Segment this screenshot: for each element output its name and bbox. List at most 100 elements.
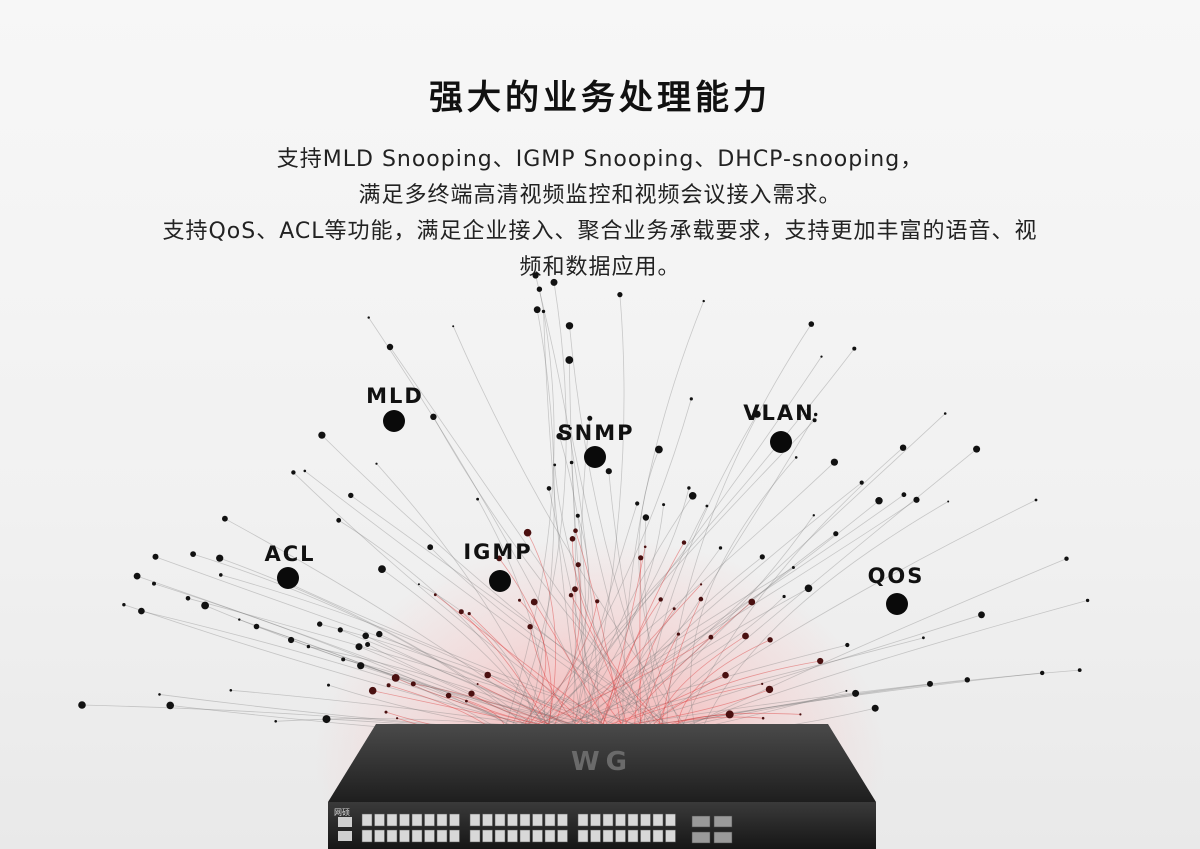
ethernet-port (361, 829, 373, 843)
scatter-dot (317, 621, 323, 627)
scatter-dot (658, 597, 663, 602)
connection-line (634, 533, 837, 741)
ethernet-port (424, 829, 435, 843)
connection-line (452, 326, 697, 741)
connection-line (526, 487, 690, 741)
scatter-dot (702, 299, 705, 303)
ethernet-port (665, 813, 676, 827)
feature-node-qos: QOS (868, 564, 925, 615)
connection-line (595, 599, 662, 741)
scatter-dot (638, 555, 644, 561)
ethernet-port (386, 813, 398, 827)
scatter-dot (705, 504, 709, 508)
scatter-dot (761, 682, 764, 686)
ethernet-port (557, 813, 568, 827)
connection-line (376, 463, 557, 741)
scatter-dot (725, 710, 734, 719)
scatter-dot (410, 681, 416, 687)
connection-line (533, 398, 692, 741)
connection-line (569, 428, 647, 741)
scatter-dot (688, 492, 697, 500)
scatter-dot (484, 671, 492, 679)
scatter-dot (569, 460, 574, 465)
feature-dot-mld (383, 410, 405, 432)
scatter-dot (662, 503, 666, 507)
ethernet-port (532, 829, 543, 843)
connection-line (676, 447, 904, 741)
connection-line (368, 317, 609, 741)
scatter-dot (742, 632, 749, 640)
description-line-3: 支持QoS、ACL等功能，满足企业接入、聚合业务承载要求，支持更加丰富的语音、视 (162, 219, 1038, 244)
console-port (338, 831, 352, 841)
feature-node-acl: ACL (264, 542, 315, 589)
connection-line (575, 530, 624, 741)
scatter-dot (1077, 668, 1082, 672)
ethernet-port (482, 829, 493, 843)
ethernet-port (436, 813, 448, 827)
connection-line (597, 546, 646, 741)
connection-line (572, 589, 637, 741)
ethernet-port (411, 813, 423, 827)
scatter-dot (216, 554, 224, 562)
feature-dot-qos (886, 593, 908, 615)
connection-line (338, 519, 552, 741)
scatter-dot (722, 671, 729, 679)
scatter-dot (357, 662, 365, 670)
ethernet-port (615, 829, 626, 843)
ethernet-port (544, 813, 556, 827)
scatter-dot (138, 607, 145, 615)
ethernet-port (602, 829, 614, 843)
connection-line (543, 311, 585, 741)
ethernet-port (374, 829, 385, 843)
connection-line (435, 594, 625, 741)
scatter-dot (573, 528, 578, 533)
ethernet-port (532, 813, 543, 827)
ethernet-port (374, 813, 385, 827)
scatter-dot (899, 444, 907, 451)
connection-line (562, 587, 809, 741)
feature-node-snmp: SNMP (558, 421, 635, 468)
scattered-dots (78, 272, 1090, 724)
feature-label-snmp: SNMP (558, 421, 635, 445)
connection-line (697, 501, 949, 741)
scatter-dot (185, 596, 191, 601)
console-port (338, 817, 352, 827)
scatter-dot (533, 306, 541, 314)
feature-label-qos: QOS (868, 564, 925, 588)
scatter-dot (901, 492, 907, 498)
scatter-dot (812, 514, 815, 517)
connection-line (515, 461, 835, 741)
scatter-dot (575, 513, 580, 518)
scatter-dot (523, 528, 532, 537)
scatter-dot (386, 343, 394, 351)
connection-line (524, 419, 815, 741)
connection-line (389, 346, 663, 741)
connection-line (155, 556, 682, 741)
sfp-uplink-port (713, 815, 733, 828)
scatter-dot (700, 583, 703, 586)
connection-line (618, 505, 708, 741)
ethernet-port (627, 813, 639, 827)
ethernet-port (640, 829, 651, 843)
scatter-dot (799, 713, 802, 716)
connection-line (461, 611, 556, 741)
connection-line (282, 580, 679, 741)
scatter-dot (642, 514, 650, 521)
scatter-dot (572, 586, 578, 593)
ethernet-port (424, 813, 435, 827)
connection-line (350, 495, 691, 741)
scatter-dot (427, 544, 434, 551)
feature-dot-acl (277, 567, 299, 589)
connection-line (123, 604, 595, 741)
scatter-dot (190, 551, 197, 557)
connection-line (568, 359, 596, 741)
description-line-1: 支持MLD Snooping、IGMP Snooping、DHCP-snoopi… (276, 147, 924, 172)
feature-node-mld: MLD (366, 384, 422, 432)
scatter-dot (306, 644, 311, 649)
ethernet-port (652, 829, 664, 843)
ethernet-port (469, 829, 481, 843)
feature-label-acl: ACL (264, 542, 315, 566)
feature-dot-snmp (584, 446, 606, 468)
scatter-dot (219, 573, 223, 577)
